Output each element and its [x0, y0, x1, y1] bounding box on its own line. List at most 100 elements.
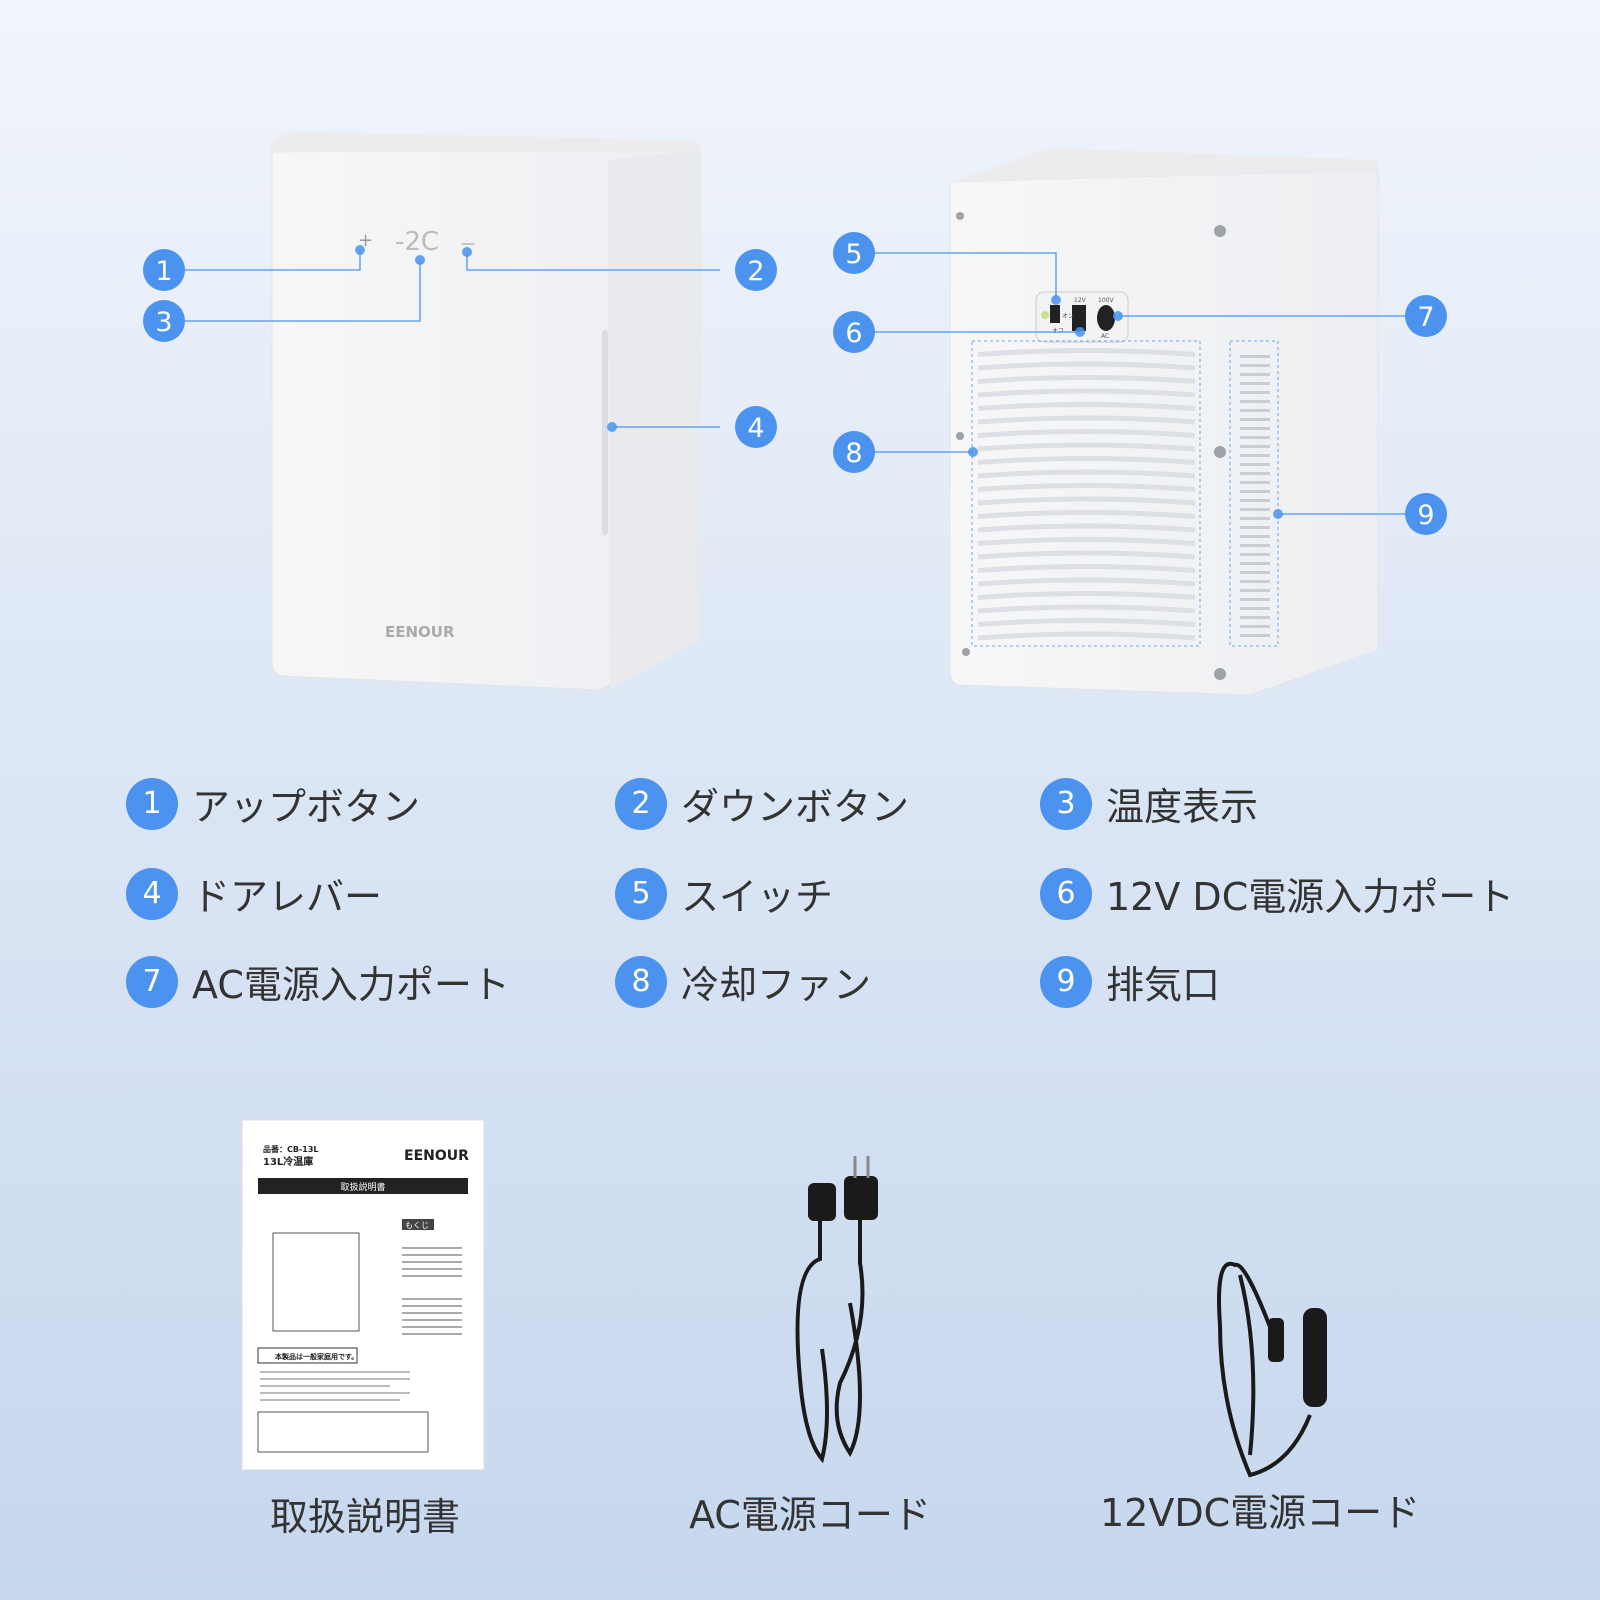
dc-12v-power-cord: [1217, 1261, 1327, 1478]
vent-slot: [1240, 391, 1270, 394]
legend-number: 6: [1040, 867, 1092, 920]
svg-text:6: 6: [845, 318, 862, 349]
legend-item: 5 スイッチ: [615, 866, 833, 921]
label-on: オン: [1062, 313, 1074, 320]
vent-slot: [1240, 607, 1270, 610]
vent-slot: [1240, 454, 1270, 457]
vent-slot: [1240, 598, 1270, 601]
legend-number: 2: [615, 777, 667, 830]
vent-slot: [1240, 508, 1270, 511]
fan-slat: [978, 456, 1195, 465]
fan-slat: [978, 550, 1195, 560]
callout-5: 5: [833, 232, 875, 274]
label-ac: AC: [1101, 333, 1109, 340]
door-lever: [602, 330, 608, 535]
fan-slat: [978, 496, 1195, 506]
svg-text:取扱説明書: 取扱説明書: [340, 1181, 385, 1193]
fan-slat: [978, 577, 1195, 587]
vent-slot: [1240, 535, 1270, 538]
vent-slot: [1240, 463, 1270, 466]
fridge-back: 12V 100V AC オン オフ: [949, 148, 1379, 696]
svg-text:7: 7: [1417, 302, 1434, 333]
vent-slot: [1240, 616, 1270, 619]
svg-text:9: 9: [1417, 500, 1434, 531]
vent-slot: [1240, 634, 1270, 637]
accessory-label-manual: 取扱説明書: [269, 1495, 460, 1539]
legend-number: 5: [615, 867, 667, 920]
callout-7: 7: [1405, 295, 1447, 337]
vent-slot: [1240, 445, 1270, 448]
legend-label: 12V DC電源入力ポート: [1106, 875, 1515, 919]
instruction-manual: 品番：CB-13L 13L冷温庫 EENOUR 取扱説明書 もくじ 本製品は一般…: [241, 1119, 485, 1471]
legend-item: 7 AC電源入力ポート: [126, 954, 510, 1009]
legend-label: スイッチ: [681, 875, 834, 919]
vent-slot: [1240, 427, 1270, 430]
svg-text:1: 1: [155, 256, 172, 287]
vent-slot: [1240, 364, 1270, 367]
fan-slat: [978, 510, 1195, 519]
fridge-front: + -2C — EENOUR: [270, 132, 701, 691]
fan-slat: [978, 348, 1195, 357]
vent-slot: [1240, 481, 1270, 484]
legend-label: 排気口: [1106, 963, 1221, 1007]
fan-slat: [978, 361, 1195, 371]
svg-text:品番：CB-13L: 品番：CB-13L: [263, 1144, 319, 1154]
accessory-label-ac-cord: AC電源コード: [689, 1493, 931, 1537]
legend-number: 3: [1040, 777, 1092, 830]
svg-text:2: 2: [747, 256, 764, 287]
legend-label: 冷却ファン: [681, 963, 872, 1007]
fan-slat: [978, 564, 1195, 573]
vent-slot: [1240, 355, 1270, 358]
legend-number: 8: [615, 955, 667, 1008]
vent-slot: [1240, 409, 1270, 412]
ac-power-cord: [795, 1156, 878, 1464]
svg-text:3: 3: [155, 307, 172, 338]
vent-slot: [1240, 382, 1270, 385]
callout-2: 2: [735, 249, 777, 291]
vent-slot: [1240, 625, 1270, 628]
exhaust-vent: [1240, 355, 1270, 637]
callout-4: 4: [735, 406, 777, 448]
legend-item: 6 12V DC電源入力ポート: [1040, 866, 1514, 921]
legend-number: 4: [126, 867, 178, 920]
vent-slot: [1240, 571, 1270, 574]
fan-slat: [978, 402, 1195, 411]
callout-3: 3: [143, 300, 185, 342]
vent-slot: [1240, 589, 1270, 592]
fan-slat: [978, 415, 1195, 425]
fan-slat: [978, 388, 1195, 398]
vent-slot: [1240, 490, 1270, 493]
vent-slot: [1240, 544, 1270, 547]
brand-logo: EENOUR: [385, 623, 455, 641]
dc-port: [1072, 305, 1086, 331]
legend-label: AC電源入力ポート: [192, 963, 510, 1007]
fan-slat: [978, 469, 1195, 479]
svg-text:本製品は一般家庭用です。: 本製品は一般家庭用です。: [274, 1352, 358, 1361]
power-switch[interactable]: [1050, 305, 1060, 323]
label-100v: 100V: [1098, 297, 1114, 304]
callout-1: 1: [143, 249, 185, 291]
legend-number: 7: [126, 955, 178, 1008]
fan-slat: [978, 591, 1195, 600]
fan-slat: [978, 537, 1195, 546]
fan-slat: [978, 618, 1195, 627]
svg-text:もくじ: もくじ: [405, 1221, 429, 1230]
svg-text:8: 8: [845, 438, 862, 469]
callout-8: 8: [833, 431, 875, 473]
svg-text:EENOUR: EENOUR: [404, 1148, 469, 1164]
vent-slot: [1240, 472, 1270, 475]
vent-slot: [1240, 553, 1270, 556]
svg-text:13L冷温庫: 13L冷温庫: [263, 1155, 313, 1168]
fan-slat: [978, 442, 1195, 452]
cooling-fan-grille: [978, 348, 1195, 641]
temperature-display: -2C: [395, 227, 439, 257]
vent-slot: [1240, 499, 1270, 502]
legend-item: 8 冷却ファン: [615, 954, 871, 1009]
vent-slot: [1240, 418, 1270, 421]
fan-slat: [978, 523, 1195, 533]
svg-text:5: 5: [845, 239, 862, 270]
